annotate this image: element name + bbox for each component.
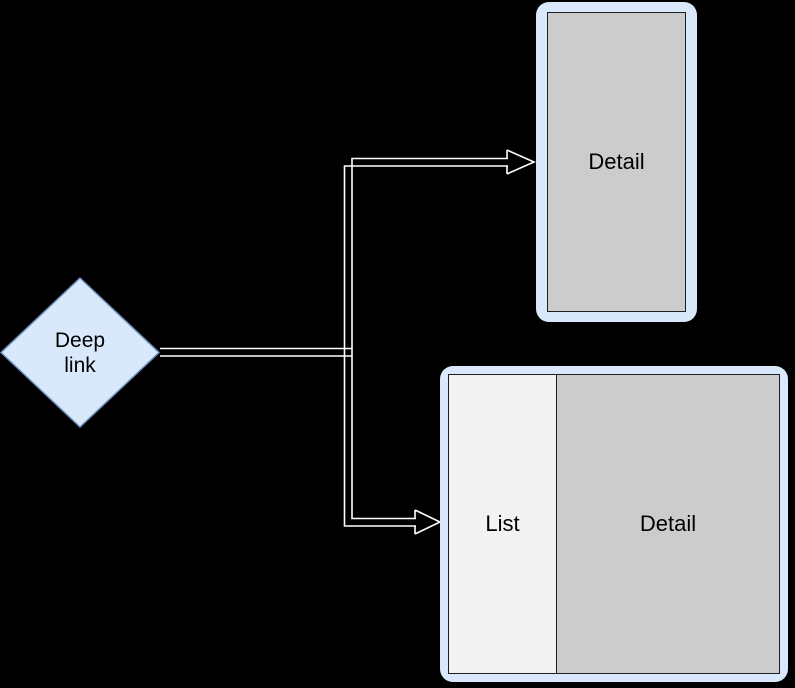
node-phone-frame[interactable]: Detail [536,2,697,322]
phone-pane-detail[interactable]: Detail [548,13,685,311]
phone-screen: Detail [547,12,686,312]
edge-deeplink-to-phone-path-outline [160,165,508,357]
node-deep-link-label-line2: link [64,353,96,377]
edge-deeplink-to-tablet-arrowhead [414,509,442,535]
tablet-pane-list[interactable]: List [449,375,557,673]
diamond-shape [0,277,160,428]
node-deep-link[interactable]: Deep link [0,277,160,428]
edge-deeplink-to-phone-path [160,157,508,350]
tablet-pane-detail[interactable]: Detail [557,375,779,673]
edge-deeplink-to-phone-arrowhead [506,149,536,175]
node-deep-link-label-line1: Deep [54,328,106,352]
tablet-screen: List Detail [448,374,780,674]
edge-deeplink-to-tablet-path [351,348,416,520]
edge-deeplink-to-tablet-path-outline [343,356,416,527]
node-tablet-frame[interactable]: List Detail [440,366,788,682]
node-deep-link-label: Deep link [0,277,160,428]
